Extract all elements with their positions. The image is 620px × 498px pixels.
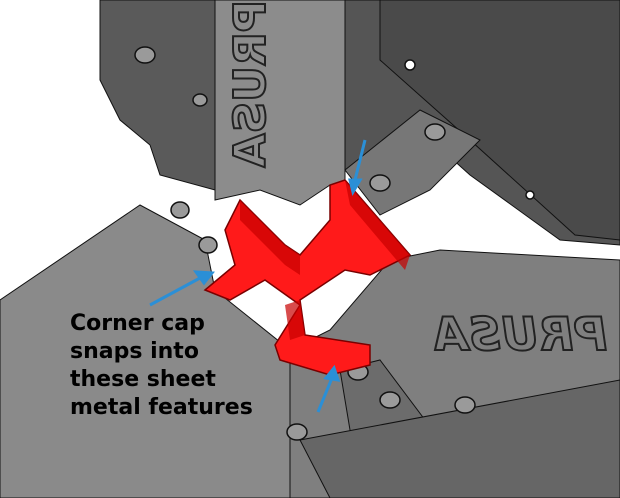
callout-text: Corner cap snaps into these sheet metal … [70,310,253,422]
corner-cap [203,179,412,376]
arrow-icon [149,139,367,413]
embossed-prusa-upper: PRUSA [225,0,276,168]
callout-line: metal features [70,395,253,420]
callout-line: snaps into [70,339,199,364]
floor-left-panel [0,204,291,498]
right-inner-panel [379,0,620,241]
callout-line: these sheet [70,367,216,392]
embossed-prusa-lower: PRUSA [429,307,612,361]
callout-line: Corner cap [70,311,205,336]
floor-slot-area [299,379,620,498]
